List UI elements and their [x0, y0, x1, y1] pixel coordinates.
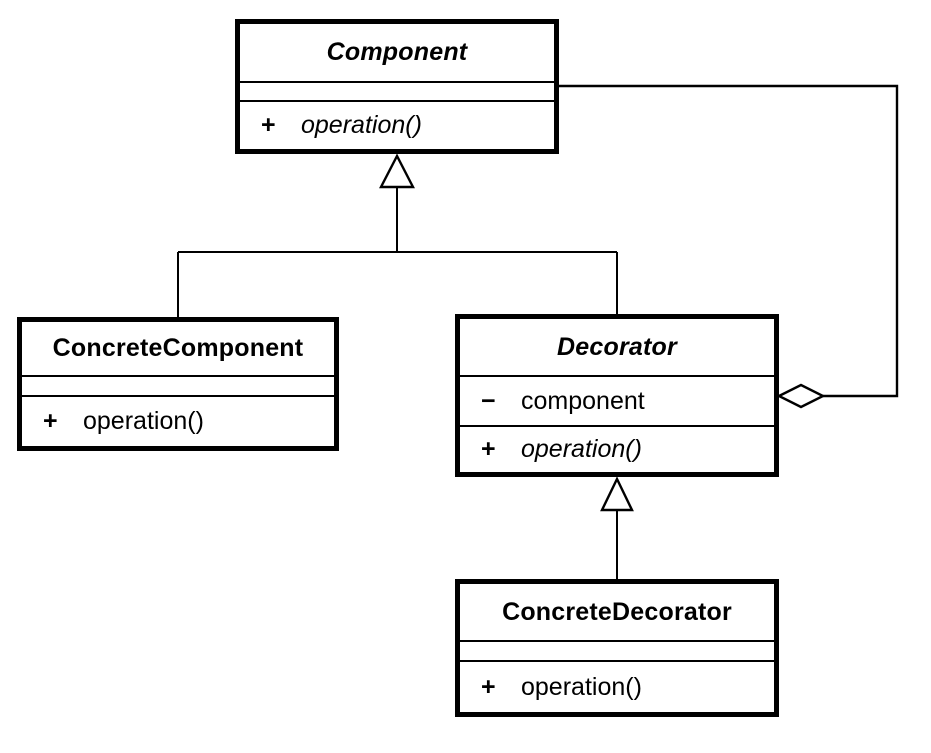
- class-title-compartment: ConcreteDecorator: [460, 584, 774, 642]
- class-name-concrete-component: ConcreteComponent: [52, 334, 304, 362]
- aggregation-line: [559, 84, 899, 398]
- methods-compartment: + operation(): [460, 662, 774, 712]
- method-operation: + operation(): [460, 437, 774, 462]
- method-operation: + operation(): [22, 409, 334, 434]
- methods-compartment: + operation(): [460, 427, 774, 472]
- class-name-concrete-decorator: ConcreteDecorator: [502, 597, 732, 626]
- attributes-compartment: −component: [460, 377, 774, 427]
- method-signature: operation(): [83, 407, 204, 435]
- class-box-decorator: Decorator −component + operation(): [455, 314, 779, 477]
- method-signature: operation(): [521, 435, 642, 463]
- aggregation-diamond: [776, 383, 826, 409]
- class-name-component: Component: [326, 38, 468, 66]
- visibility-public-icon: +: [43, 407, 58, 435]
- attributes-compartment: [240, 83, 554, 102]
- inheritance-triangle-decorator: [600, 476, 634, 512]
- class-title-compartment: ConcreteComponent: [22, 322, 334, 377]
- method-operation: + operation(): [240, 113, 554, 138]
- attribute-name: component: [521, 386, 645, 415]
- class-title-compartment: Decorator: [460, 319, 774, 377]
- class-box-concrete-component: ConcreteComponent + operation(): [17, 317, 339, 451]
- generalization-tree-lines: [177, 187, 618, 317]
- attributes-compartment: [460, 642, 774, 662]
- attributes-compartment: [22, 377, 334, 397]
- visibility-public-icon: +: [481, 435, 496, 463]
- visibility-public-icon: +: [261, 111, 276, 139]
- class-box-component: Component + operation(): [235, 19, 559, 154]
- method-signature: operation(): [301, 111, 422, 139]
- method-operation: + operation(): [460, 672, 774, 701]
- visibility-private-icon: −: [481, 386, 496, 415]
- attribute-component: −component: [460, 386, 774, 415]
- class-box-concrete-decorator: ConcreteDecorator + operation(): [455, 579, 779, 717]
- class-title-compartment: Component: [240, 24, 554, 83]
- methods-compartment: + operation(): [22, 397, 334, 446]
- class-name-decorator: Decorator: [557, 332, 677, 361]
- methods-compartment: + operation(): [240, 102, 554, 149]
- inheritance-triangle-component: [379, 153, 415, 189]
- visibility-public-icon: +: [481, 672, 496, 701]
- method-signature: operation(): [521, 672, 642, 701]
